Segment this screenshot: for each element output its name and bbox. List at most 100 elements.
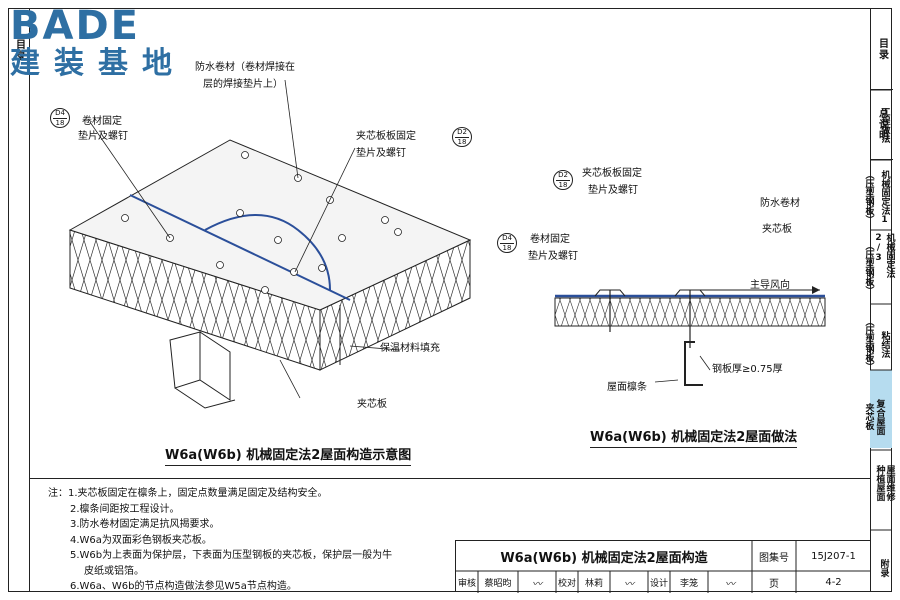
callout-top: D2: [457, 128, 467, 136]
tab-label: 附录: [878, 559, 889, 577]
left-index-column: 目录: [8, 8, 30, 592]
tab-label: 总说明: [876, 108, 888, 141]
label-waterproof: 防水卷材（卷材焊接在: [195, 62, 295, 73]
note-item: 6.W6a、W6b的节点构造做法参见W5a节点构造。: [70, 581, 297, 592]
section-leaders: [654, 355, 711, 383]
tab-adhesive[interactable]: 粘结法: [878, 314, 892, 374]
left-tab-contents[interactable]: 目录: [8, 30, 30, 70]
logo-cn: 建装基地: [10, 46, 186, 81]
label-waterproof-right: 防水卷材: [760, 198, 800, 209]
logo-latin: BADE: [10, 3, 140, 49]
subtab-label: （压型钢板）: [863, 170, 874, 224]
right-caption: W6a(W6b) 机械固定法2屋面做法: [590, 426, 798, 448]
subtab-profiled-3: （压型钢板）: [862, 314, 876, 374]
subtab-label: （压型钢板）: [863, 241, 874, 295]
tab-label: 机械固定法2/3: [873, 233, 895, 278]
notes-separator: [30, 478, 870, 479]
tab-planted-roof[interactable]: 种植屋面: [873, 463, 887, 503]
note-item: 3.防水卷材固定满足抗风揭要求。: [70, 519, 220, 530]
subtab-profiled-2: （压型钢板）: [862, 233, 876, 303]
panel-top-face: [68, 139, 472, 311]
tab-label: 目录: [876, 37, 888, 60]
label-wind-direction: 主导风向: [750, 280, 790, 291]
atlas-number: 15J207-1: [811, 550, 856, 562]
page-number: 4-2: [825, 576, 842, 588]
title-block-title: W6a(W6b) 机械固定法2屋面构造: [500, 550, 708, 566]
wind-arrow: [690, 286, 820, 294]
note-item: 皮纸或铝箔。: [84, 565, 144, 577]
page-label: 页: [769, 578, 779, 590]
reviewer-name: 蔡昭昀: [484, 578, 512, 589]
note-item: 4.W6a为双面彩色钢板夹芯板。: [70, 534, 212, 546]
title-block-grid: [456, 541, 871, 593]
tab-label: 粘结法: [879, 330, 890, 358]
membrane-edge: [204, 214, 331, 291]
tab-label: 种植屋面: [874, 465, 885, 501]
label-purlin: 屋面檩条: [607, 382, 647, 393]
membrane-seam: [129, 194, 351, 301]
note-row: 注： 1.夹芯板固定在檩条上，固定点数量满足固定及结构安全。: [48, 486, 392, 502]
callout-top: D4: [502, 234, 512, 242]
logo: BADE 建装基地: [10, 4, 186, 80]
checker-name: 林莉: [584, 578, 603, 589]
right-column-dividers: [870, 89, 892, 531]
tab-label: 机械固定法1: [879, 169, 890, 225]
section-drawing: [554, 289, 826, 386]
left-caption: W6a(W6b) 机械固定法2屋面构造示意图: [165, 444, 412, 466]
tab-roof-repair[interactable]: 屋面维修: [883, 463, 897, 503]
tab-composite-roof[interactable]: 复合屋面: [873, 380, 887, 454]
note-item: 1.夹芯板固定在檩条上，固定点数量满足固定及结构安全。: [68, 488, 328, 499]
subtab-sandwich: 夹芯板: [862, 386, 876, 446]
label-waterproof-2: 层的焊接垫片上）: [203, 79, 283, 90]
design-label: 设计: [649, 578, 668, 589]
subtab-label: （压型钢板）: [863, 317, 874, 371]
subtab-label: 夹芯板: [863, 402, 874, 430]
callout-top: D4: [55, 109, 65, 117]
label-panel-fix-1: 夹芯板板固定: [356, 131, 416, 142]
subtab-profiled-1: （压型钢板）: [862, 166, 876, 228]
isometric-drawing: [68, 79, 472, 409]
callout-bottom: 18: [53, 118, 67, 128]
label-panel-fix-2: 垫片及螺钉: [356, 148, 406, 159]
label-insulation: 保温材料填充: [380, 343, 440, 354]
check-label: 校对: [557, 578, 576, 589]
designer-name: 李笼: [679, 578, 698, 589]
tab-engineering[interactable]: 工程做法: [878, 100, 892, 150]
note-item: 5.W6b为上表面为保护层，下表面为压型钢板的夹芯板，保护层一般为牛: [70, 550, 393, 561]
checker-signature: 〰: [624, 578, 634, 590]
note-item: 2.檩条间距按工程设计。: [70, 503, 180, 515]
tab-appendix[interactable]: 附录: [877, 548, 891, 588]
leader-lines: [89, 79, 401, 399]
designer-signature: 〰: [725, 578, 735, 590]
section-purlin: [684, 341, 703, 386]
tab-label: 复合屋面: [874, 399, 885, 435]
left-tab-label: 目录: [13, 39, 25, 61]
atlas-label: 图集号: [759, 552, 789, 564]
label-sandwich-panel: 夹芯板: [357, 399, 387, 410]
label-membrane-fix-1-right: 卷材固定: [530, 234, 570, 245]
title-block: W6a(W6b) 机械固定法2屋面构造 图集号 15J207-1 审核 蔡昭昀 …: [455, 540, 871, 593]
notes-block: 注： 1.夹芯板固定在檩条上，固定点数量满足固定及结构安全。 2.檩条间距按工程…: [48, 486, 392, 595]
reviewer-signature: 〰: [532, 578, 542, 590]
drawing-frame: [8, 8, 892, 592]
callout-bottom: 18: [556, 180, 570, 190]
label-steel-thickness: 钢板厚≥0.75厚: [712, 364, 783, 375]
label-panel-fix-1-right: 夹芯板板固定: [582, 168, 642, 179]
right-index-subcolumn: 工程做法 机械固定法1 机械固定法2/3 粘结法: [874, 8, 895, 592]
right-index-subcolumn-2: 复合屋面 种植屋面 屋面维修 附录: [873, 8, 895, 592]
label-panel-fix-2-right: 垫片及螺钉: [588, 185, 638, 196]
label-membrane-fix-2-right: 垫片及螺钉: [528, 251, 578, 262]
callout-bottom: 18: [500, 243, 514, 253]
tab-composite-active[interactable]: [870, 370, 892, 448]
label-panel-right: 夹芯板: [762, 224, 792, 235]
callout-top: D2: [558, 171, 568, 179]
tab-label: 屋面维修: [884, 465, 895, 501]
tab-mechanical-2-3[interactable]: 机械固定法2/3: [874, 233, 895, 303]
notes-prefix: 注：: [48, 488, 68, 499]
review-label: 审核: [457, 578, 476, 589]
tab-mechanical-1[interactable]: 机械固定法1: [878, 166, 892, 228]
